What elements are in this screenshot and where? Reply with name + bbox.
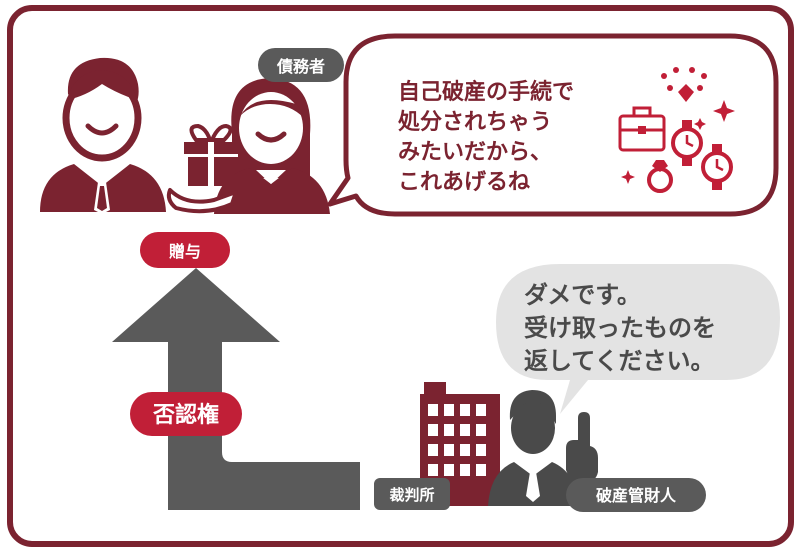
ring-icon bbox=[647, 160, 673, 193]
gift-label-badge bbox=[140, 232, 230, 268]
trustee-speech-line: 返してください。 bbox=[524, 347, 715, 375]
trustee-speech-bubble bbox=[496, 264, 780, 414]
gift-label: 贈与 bbox=[169, 242, 201, 261]
debtor-speech-line: 自己破産の手続で bbox=[398, 79, 574, 105]
trustee-speech-line: ダメです。 bbox=[524, 281, 641, 309]
debtor-speech-line: 処分されちゃう bbox=[398, 109, 552, 135]
denial-right-label: 否認権 bbox=[152, 402, 219, 428]
wristwatch-icon bbox=[701, 144, 733, 190]
man-icon bbox=[40, 57, 166, 214]
jewelry-icon bbox=[621, 67, 735, 184]
court-label: 裁判所 bbox=[389, 486, 434, 504]
arrow-icon bbox=[112, 268, 360, 510]
briefcase-icon bbox=[618, 106, 666, 152]
trustee-speech-line: 受け取ったものを bbox=[524, 314, 716, 342]
trustee-label: 破産管財人 bbox=[596, 486, 677, 505]
court-label-badge bbox=[374, 478, 450, 510]
businessman-pointing-icon bbox=[488, 390, 598, 506]
debtor-speech-line: これあげるね bbox=[398, 170, 530, 195]
outer-frame bbox=[7, 5, 794, 547]
debtor-label: 債務者 bbox=[276, 57, 325, 76]
debtor-speech-line: みたいだから、 bbox=[398, 140, 552, 165]
woman-debtor-icon bbox=[214, 78, 330, 214]
debtor-label-badge bbox=[258, 48, 344, 82]
hand-icon bbox=[166, 188, 238, 214]
denial-right-badge bbox=[130, 392, 242, 436]
gift-box-icon bbox=[184, 123, 238, 186]
debtor-speech-bubble bbox=[327, 33, 779, 217]
wristwatch-icon bbox=[671, 120, 703, 166]
trustee-label-badge bbox=[566, 478, 706, 512]
